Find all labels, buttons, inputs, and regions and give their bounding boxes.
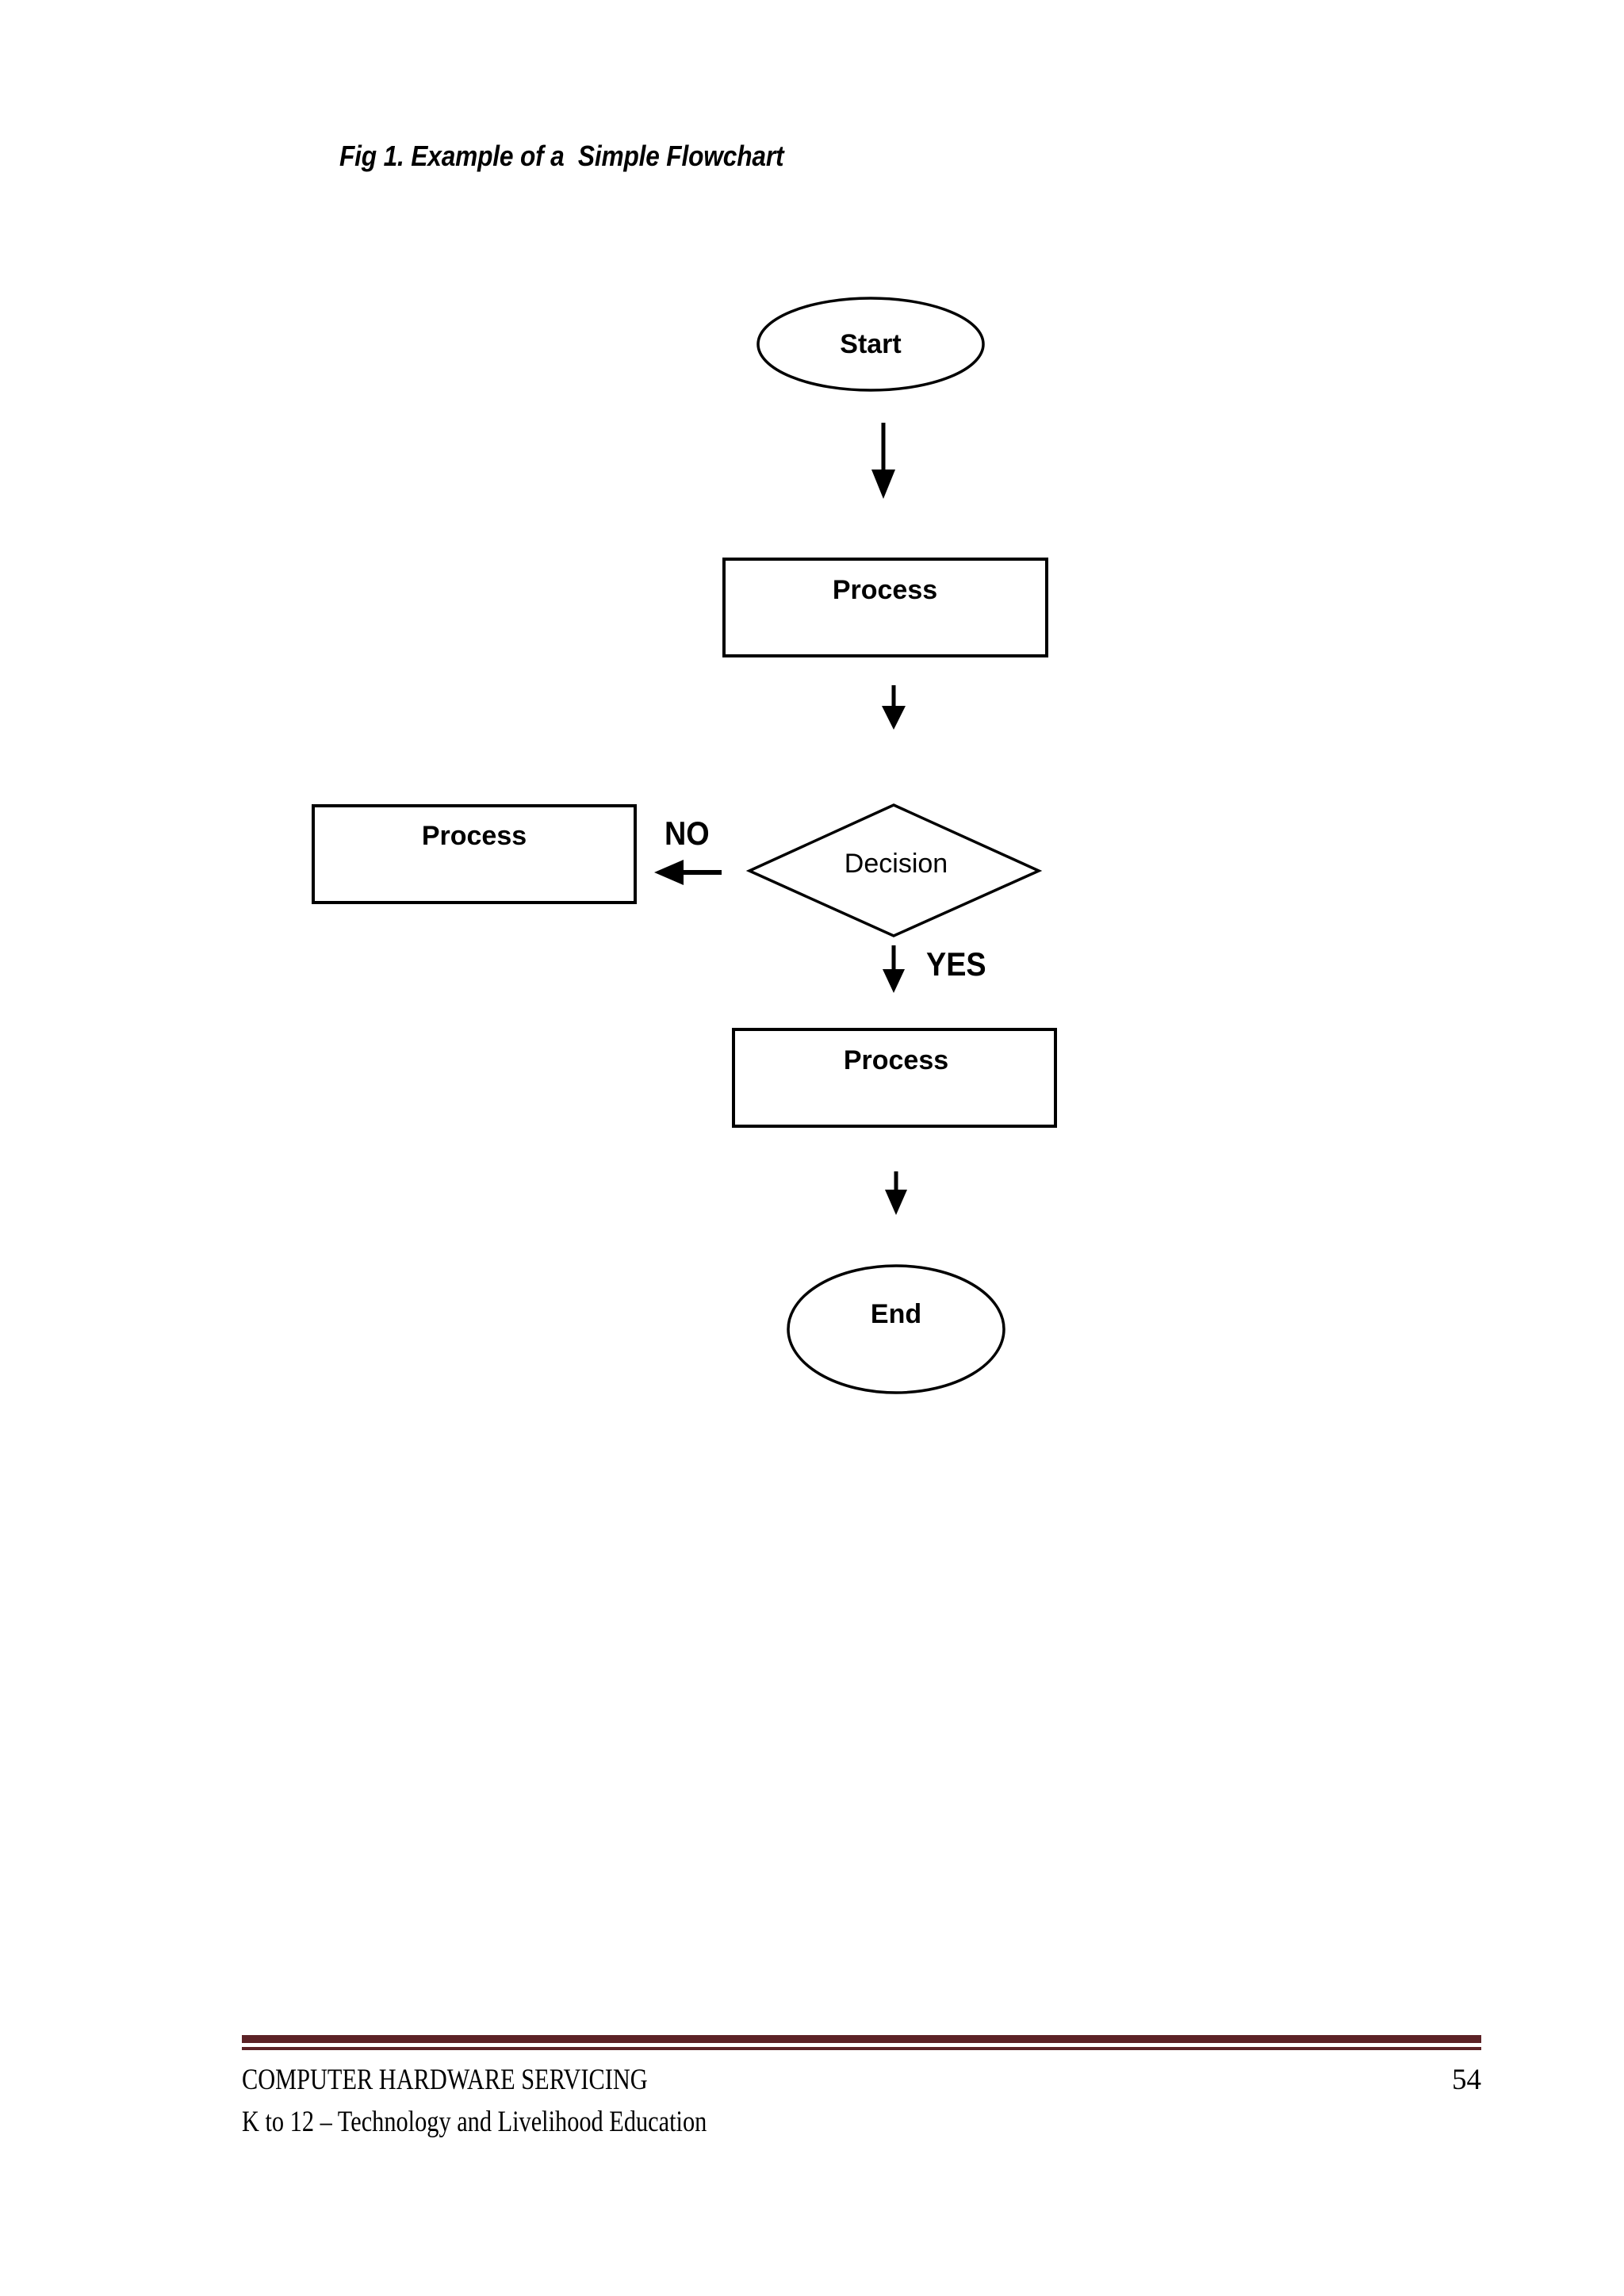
decision-node-label: Decision (844, 849, 948, 879)
edge-decision-to-process2 (654, 860, 722, 885)
footer-title-line: COMPUTER HARDWARE SERVICING (242, 2064, 648, 2096)
figure-caption: Fig 1. Example of a Simple Flowchart (339, 140, 784, 172)
process1-node-shape[interactable] (722, 558, 1048, 657)
edge-process3-to-end (885, 1171, 907, 1215)
process1-node-label: Process (832, 575, 938, 605)
branch-label-no: NO (665, 815, 710, 852)
footer-subtitle-line: K to 12 – Technology and Livelihood Educ… (242, 2105, 707, 2138)
end-node-label: End (870, 1299, 922, 1329)
process3-node-shape[interactable] (732, 1028, 1057, 1128)
footer-text-block: COMPUTER HARDWARE SERVICING K to 12 – Te… (242, 2060, 1481, 2143)
process2-node-label: Process (421, 821, 527, 851)
edge-start-to-process1 (871, 423, 895, 499)
footer-rule-thin (242, 2047, 1481, 2050)
edge-process1-to-decision (882, 685, 906, 730)
page-number: 54 (1452, 2064, 1481, 2096)
flowchart-svg (312, 297, 1057, 1394)
page-footer: COMPUTER HARDWARE SERVICING K to 12 – Te… (242, 2035, 1481, 2143)
end-node-shape[interactable] (787, 1264, 1005, 1394)
flowchart-diagram: Start Process Decision Process Process E… (312, 297, 1057, 1394)
branch-label-yes: YES (926, 945, 986, 983)
start-node-shape[interactable] (756, 297, 985, 392)
footer-rule-thick (242, 2035, 1481, 2043)
start-node-label: Start (840, 329, 902, 359)
footer-rule-gap (242, 2043, 1481, 2047)
edge-decision-to-process3 (883, 945, 905, 993)
process3-node-label: Process (843, 1045, 949, 1075)
process2-node-shape[interactable] (312, 804, 637, 904)
decision-node-shape[interactable] (745, 803, 1043, 937)
